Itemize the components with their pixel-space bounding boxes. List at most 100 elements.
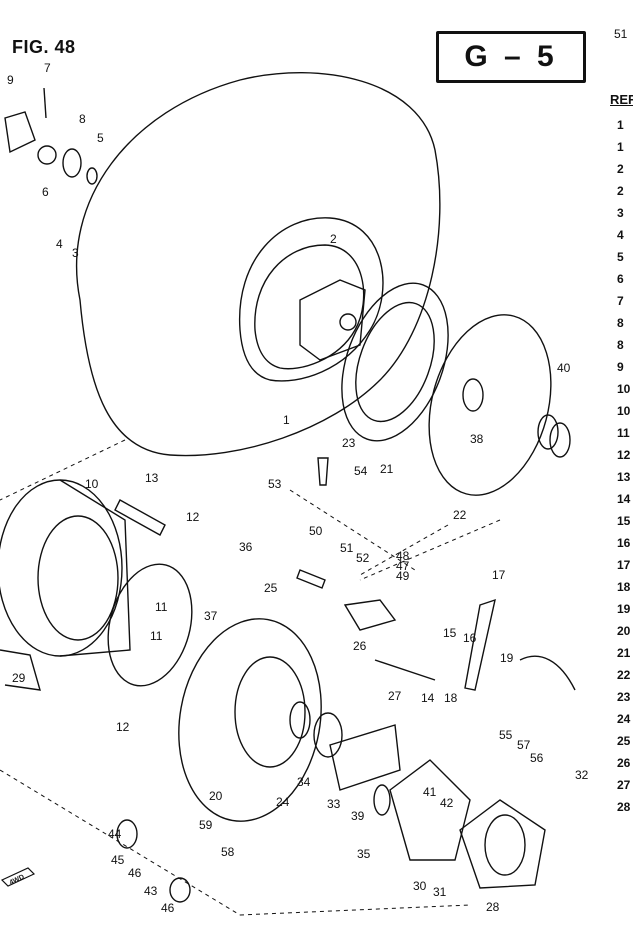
housing-29 (459, 799, 546, 889)
callout-label: 16 (463, 631, 477, 645)
ref-number: 13 (617, 470, 631, 484)
callout-label: 7 (44, 61, 51, 75)
brake-hose (519, 655, 576, 691)
callout-label: 35 (357, 847, 371, 861)
callout-label: 3 (72, 246, 79, 260)
bearing-34 (313, 712, 343, 758)
ref-number: 21 (617, 646, 631, 660)
ref-number: 25 (617, 734, 631, 748)
callout-label: 39 (351, 809, 365, 823)
callout-label: 30 (413, 879, 427, 893)
ref-line (239, 904, 471, 916)
callout-label: 42 (440, 796, 454, 810)
bracket-49 (343, 599, 397, 631)
ref-number: 22 (617, 668, 631, 682)
callout-label: 19 (500, 651, 514, 665)
callout-label: 22 (453, 508, 467, 522)
callout-label: 10 (85, 477, 99, 491)
callout-label: 12 (186, 510, 200, 524)
callout-label: 14 (421, 691, 435, 705)
part-8-washer (62, 148, 82, 178)
callout-label: 13 (145, 471, 159, 485)
callout-label: 32 (575, 768, 589, 782)
part-44 (116, 819, 138, 849)
tire-sidewall (238, 217, 384, 382)
callout-label: 46 (161, 901, 175, 915)
dust-cover (341, 282, 449, 442)
shaft-13 (114, 499, 166, 536)
figure-title: FIG. 48 (12, 37, 76, 57)
spindle-39 (329, 724, 401, 791)
ref-line (359, 524, 449, 576)
ref-number: 7 (617, 294, 624, 308)
ref-number: 9 (617, 360, 624, 374)
ref-line (0, 769, 241, 916)
callout-label: 59 (199, 818, 213, 832)
brake-shoe-11 (107, 563, 193, 687)
ref-line (289, 489, 416, 571)
ref-number: 8 (617, 316, 624, 330)
bolt-50 (296, 569, 326, 589)
callout-label: 41 (423, 785, 437, 799)
callout-label: 34 (297, 775, 311, 789)
part-9 (4, 111, 36, 154)
callout-label: 27 (388, 689, 402, 703)
seal-36 (373, 784, 391, 816)
ref-line (359, 519, 501, 581)
brake-panel-inner (234, 656, 306, 768)
callout-label: 26 (353, 639, 367, 653)
callout-label: 56 (530, 751, 544, 765)
ref-number: 28 (617, 800, 631, 814)
callout-label: 43 (144, 884, 158, 898)
page-number: 51 (614, 27, 628, 41)
cable-28 (374, 659, 436, 681)
section-code-box: G – 5 (436, 31, 586, 83)
ref-number: 1 (617, 140, 624, 154)
callout-label: 6 (42, 185, 49, 199)
part-6-nut (37, 145, 57, 165)
callout-label: 53 (268, 477, 282, 491)
ref-number: 15 (617, 514, 631, 528)
callout-label: 24 (276, 795, 290, 809)
callout-label: 33 (327, 797, 341, 811)
ref-number: 4 (617, 228, 624, 242)
part-7-pin (43, 87, 47, 119)
callout-label: 20 (209, 789, 223, 803)
gasket (428, 314, 552, 496)
callout-label: 40 (557, 361, 571, 375)
callout-label: 17 (492, 568, 506, 582)
axle-30 (0, 649, 41, 691)
callout-label: 23 (342, 436, 356, 450)
ref-column-header: REF (610, 92, 633, 107)
callout-label: 8 (79, 112, 86, 126)
drum-body (59, 479, 131, 657)
ref-number: 10 (617, 404, 631, 418)
callout-label: 11 (155, 600, 168, 614)
callout-label: 4 (56, 237, 63, 251)
callout-label: 18 (444, 691, 458, 705)
bearing-40a (537, 414, 559, 450)
ref-number: 18 (617, 580, 631, 594)
callout-label: 37 (204, 609, 218, 623)
ref-number: 2 (617, 184, 624, 198)
part-5-washer (86, 167, 98, 185)
callout-label: 57 (517, 738, 531, 752)
callout-label: 49 (396, 569, 410, 583)
seal-35 (289, 701, 311, 739)
ref-number: 23 (617, 690, 631, 704)
callout-label: 12 (116, 720, 130, 734)
callout-label: 38 (470, 432, 484, 446)
ref-number: 6 (617, 272, 624, 286)
callout-label: 21 (380, 462, 394, 476)
ref-number: 17 (617, 558, 631, 572)
dust-cover-inner (355, 301, 435, 423)
ref-number: 5 (617, 250, 624, 264)
callout-label: 15 (443, 626, 457, 640)
callout-label: 54 (354, 464, 368, 478)
callout-label: 45 (111, 853, 125, 867)
callout-label: 28 (486, 900, 500, 914)
brake-panel-20 (178, 618, 322, 822)
ref-number: 12 (617, 448, 631, 462)
part-43 (169, 877, 191, 903)
